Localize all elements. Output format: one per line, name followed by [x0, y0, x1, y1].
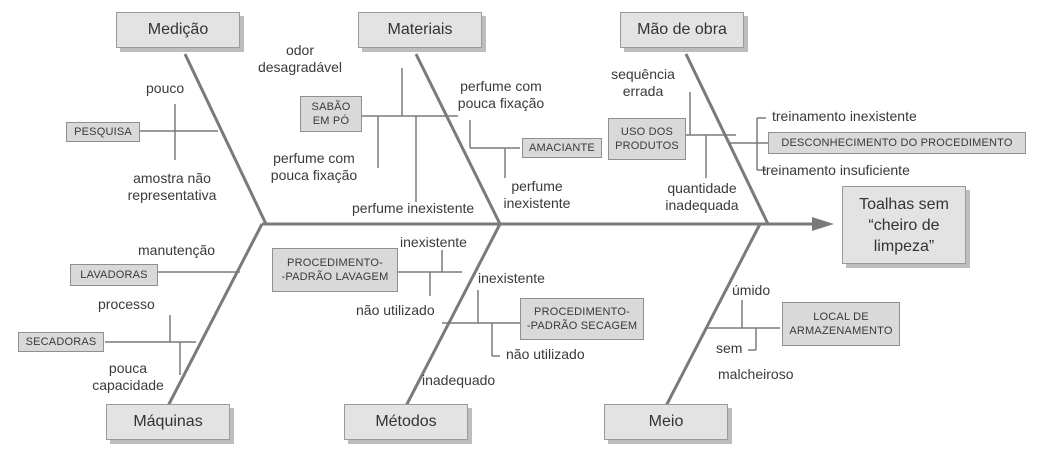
cause-box-desconhecimento: DESCONHECIMENTO DO PROCEDIMENTO	[768, 132, 1026, 154]
cause-text-line: inadequada	[665, 197, 739, 213]
cause-text-line: perfume com	[460, 78, 542, 94]
cause-treinamento-insuficiente: treinamento insuficiente	[762, 162, 910, 178]
cause-box-procedimento-lavagem: PROCEDIMENTO--PADRÃO LAVAGEM	[272, 248, 398, 292]
cause-text-line: perfume com	[273, 150, 355, 166]
cause-text-line: capacidade	[92, 377, 164, 393]
bone-materiais	[414, 53, 502, 225]
spine-arrowhead	[812, 217, 834, 231]
category-meio: Meio	[604, 404, 728, 440]
cause-box-text: PROCEDIMENTO--PADRÃO SECAGEM	[526, 306, 638, 332]
cause-sem: sem	[716, 340, 743, 356]
category-medicao: Medição	[116, 12, 240, 48]
cause-text-line: pouca fixação	[270, 167, 358, 183]
cause-text-line: pouca fixação	[457, 95, 545, 111]
cause-inexistente-b: inexistente	[478, 270, 545, 286]
cause-nao-utilizado-a: não utilizado	[356, 302, 435, 318]
cause-box-secadoras: SECADORAS	[18, 332, 104, 352]
cause-box-pesquisa: PESQUISA	[66, 122, 140, 142]
cause-box-lavadoras: LAVADORAS	[70, 264, 158, 286]
cause-amostra-nao-representativa: amostra não representativa	[118, 170, 226, 204]
cause-quantidade-inadequada: quantidade inadequada	[654, 180, 750, 214]
category-materiais: Materiais	[358, 12, 482, 48]
cause-pouco: pouco	[146, 80, 185, 96]
cause-text-line: perfume	[511, 178, 563, 194]
bone-mao-de-obra	[684, 53, 770, 225]
category-maquinas: Máquinas	[106, 404, 230, 440]
cause-pouca-capacidade: pouca capacidade	[84, 360, 172, 394]
category-mao-de-obra: Mão de obra	[620, 12, 744, 48]
effect-box: Toalhas sem “cheiro de limpeza”	[842, 186, 966, 264]
cause-box-amaciante: AMACIANTE	[522, 138, 602, 158]
cause-odor-desagradavel: odor desagradável	[250, 42, 350, 76]
cause-umido: úmido	[732, 282, 771, 298]
cause-text-line: sequência	[611, 66, 675, 82]
cause-text-line: inexistente	[503, 195, 571, 211]
cause-text-line: pouca	[108, 360, 148, 376]
cause-inexistente-a: inexistente	[400, 234, 467, 250]
cause-perfume-pouca-fixacao-a: perfume com pouca fixação	[254, 150, 374, 184]
bone-metodos	[404, 223, 502, 407]
cause-processo: processo	[98, 296, 155, 312]
cause-manutencao: manutenção	[138, 242, 216, 258]
bone-meio	[664, 223, 762, 407]
cause-inadequado: inadequado	[422, 372, 496, 388]
cause-text-line: representativa	[127, 187, 217, 203]
cause-perfume-inexistente-b: perfume inexistente	[494, 178, 580, 212]
cause-box-procedimento-secagem: PROCEDIMENTO--PADRÃO SECAGEM	[520, 298, 644, 340]
cause-text-line: errada	[622, 83, 664, 99]
cause-text-line: amostra não	[133, 170, 211, 186]
cause-treinamento-inexistente: treinamento inexistente	[772, 108, 917, 124]
cause-box-text: PROCEDIMENTO--PADRÃO LAVAGEM	[281, 257, 389, 283]
bone-medicao	[183, 53, 268, 225]
bone-maquinas	[166, 223, 264, 407]
cause-text-line: odor	[285, 42, 315, 58]
category-metodos: Métodos	[344, 404, 468, 440]
cause-perfume-inexistente-a: perfume inexistente	[352, 200, 475, 216]
cause-perfume-pouca-fixacao-b: perfume com pouca fixação	[446, 78, 556, 112]
cause-nao-utilizado-b: não utilizado	[506, 346, 585, 362]
cause-sequencia-errada: sequência errada	[600, 66, 686, 100]
cause-malcheiroso: malcheiroso	[718, 366, 794, 382]
cause-text-line: desagradável	[257, 59, 343, 75]
cause-text-line: quantidade	[667, 180, 737, 196]
